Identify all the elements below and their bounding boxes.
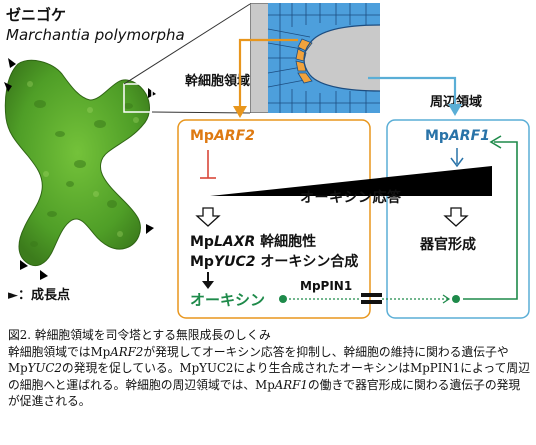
auxin-response-gradient	[210, 166, 492, 196]
stem-cell-region-label: 幹細胞領域	[185, 74, 251, 89]
peripheral-region-arrow	[368, 76, 457, 106]
auxin-dot-left	[279, 295, 287, 303]
growth-point-marker-icon	[4, 82, 12, 92]
growth-point-marker-icon	[8, 58, 16, 68]
pin1-transporter-icon	[361, 300, 382, 304]
thallus-illustration	[4, 58, 156, 280]
peripheral-region-arrowhead-icon	[448, 104, 462, 116]
auxin-dot-right	[452, 295, 460, 303]
species-japanese-name: ゼニゴケ	[6, 6, 67, 24]
mparf1-label: MpARF1	[425, 128, 490, 144]
figure-caption: 図2. 幹細胞領域を司令塔とする無限成長のしくみ 幹細胞領域ではMpARF2が発…	[8, 327, 532, 410]
mppin1-label: MpPIN1	[300, 279, 353, 293]
caption-body: 幹細胞領域ではMpARF2が発現してオーキシン応答を抑制し、幹細胞の維持に関わる…	[8, 344, 531, 409]
auxin-transport-arrow-icon	[442, 294, 451, 304]
auxin-feedback-arrow	[463, 141, 518, 300]
peripheral-panel	[386, 119, 530, 319]
auxin-label: オーキシン	[190, 291, 266, 309]
growth-point-marker-icon	[40, 270, 48, 280]
stem-cells-orange	[295, 38, 313, 84]
pin1-transporter-icon	[361, 293, 382, 297]
species-latin-name: Marchantia polymorpha	[6, 26, 185, 44]
notch-cell-inset	[250, 3, 380, 113]
growth-point-marker-icon	[146, 224, 154, 234]
notch-highlight-box	[123, 83, 153, 113]
growth-point-marker-icon	[20, 260, 28, 270]
growth-point-legend: ►：成長点	[8, 288, 70, 303]
mplaxr-stemness-label: MpLAXR 幹細胞性	[190, 234, 317, 250]
stem-region-arrowhead-icon	[233, 106, 247, 118]
organ-formation-label: 器官形成	[420, 237, 476, 253]
arf1-arrow-icon	[450, 157, 464, 168]
auxin-response-label: オーキシン応答	[300, 190, 402, 206]
hollow-arrow-right-icon	[443, 207, 469, 227]
hollow-arrow-left-icon	[195, 207, 221, 227]
stem-cell-panel	[177, 119, 371, 319]
synthesis-arrowhead-icon	[202, 281, 214, 289]
mpyuc2-synthesis-label: MpYUC2 オーキシン合成	[190, 254, 359, 270]
stem-region-arrow	[238, 38, 298, 108]
caption-title: 図2. 幹細胞領域を司令塔とする無限成長のしくみ	[8, 328, 271, 342]
auxin-feedback-arrowhead-icon	[489, 135, 502, 149]
mparf2-label: MpARF2	[190, 128, 255, 144]
